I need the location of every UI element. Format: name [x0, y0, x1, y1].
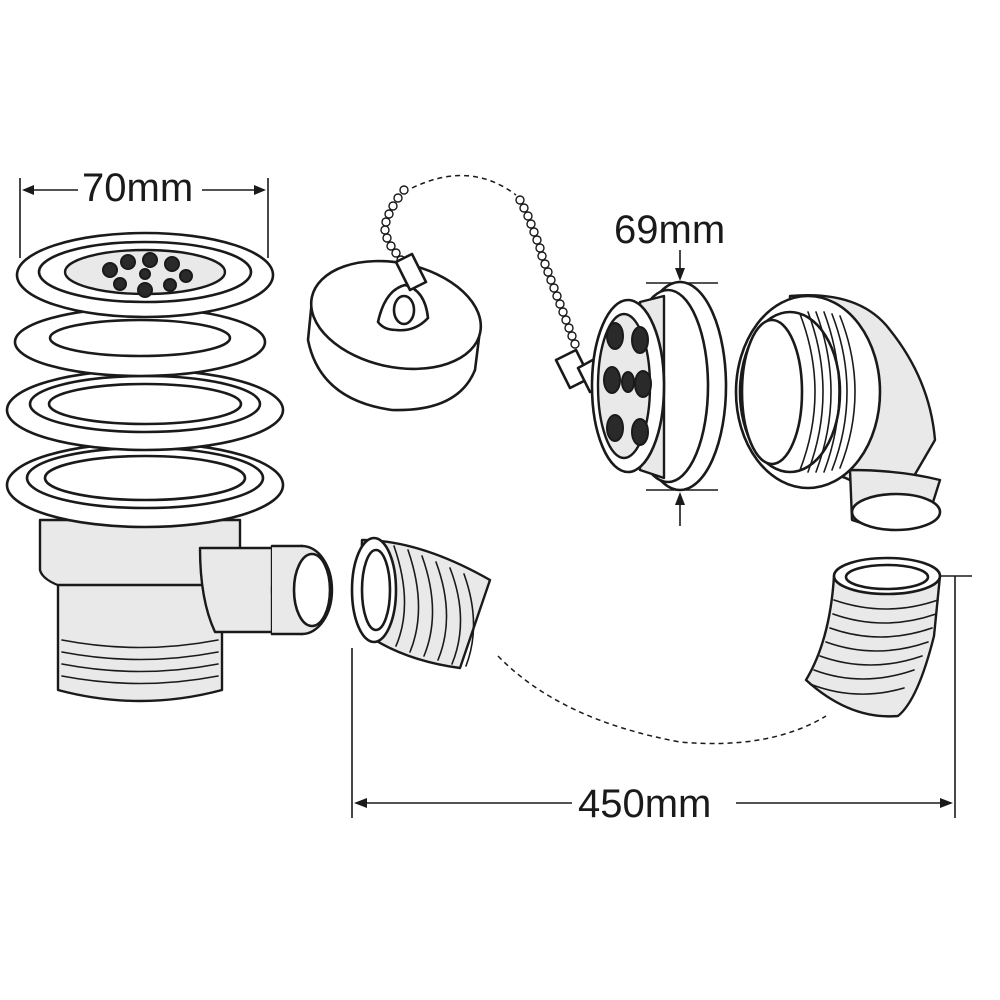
elbow-thread [799, 311, 856, 473]
dimension-450mm [351, 575, 972, 818]
dimension-label-69mm: 69mm [614, 208, 726, 252]
flexible-pipe-end-left [350, 536, 492, 670]
waste-thread [61, 639, 219, 685]
rubber-plug [306, 259, 483, 412]
flexible-pipe-end-right [804, 556, 942, 718]
dimension-label-450mm: 450mm [578, 782, 712, 826]
dimension-70mm [19, 178, 269, 258]
basin-waste-assembly [5, 231, 334, 703]
threaded-elbow [734, 294, 942, 532]
hidden-pipe-line [497, 655, 827, 745]
waste-holes [603, 322, 652, 446]
dimension-label-70mm: 70mm [82, 166, 194, 210]
pipe-corrugations-right [809, 599, 939, 695]
grate-holes [102, 252, 193, 298]
bath-waste-front [590, 280, 728, 492]
